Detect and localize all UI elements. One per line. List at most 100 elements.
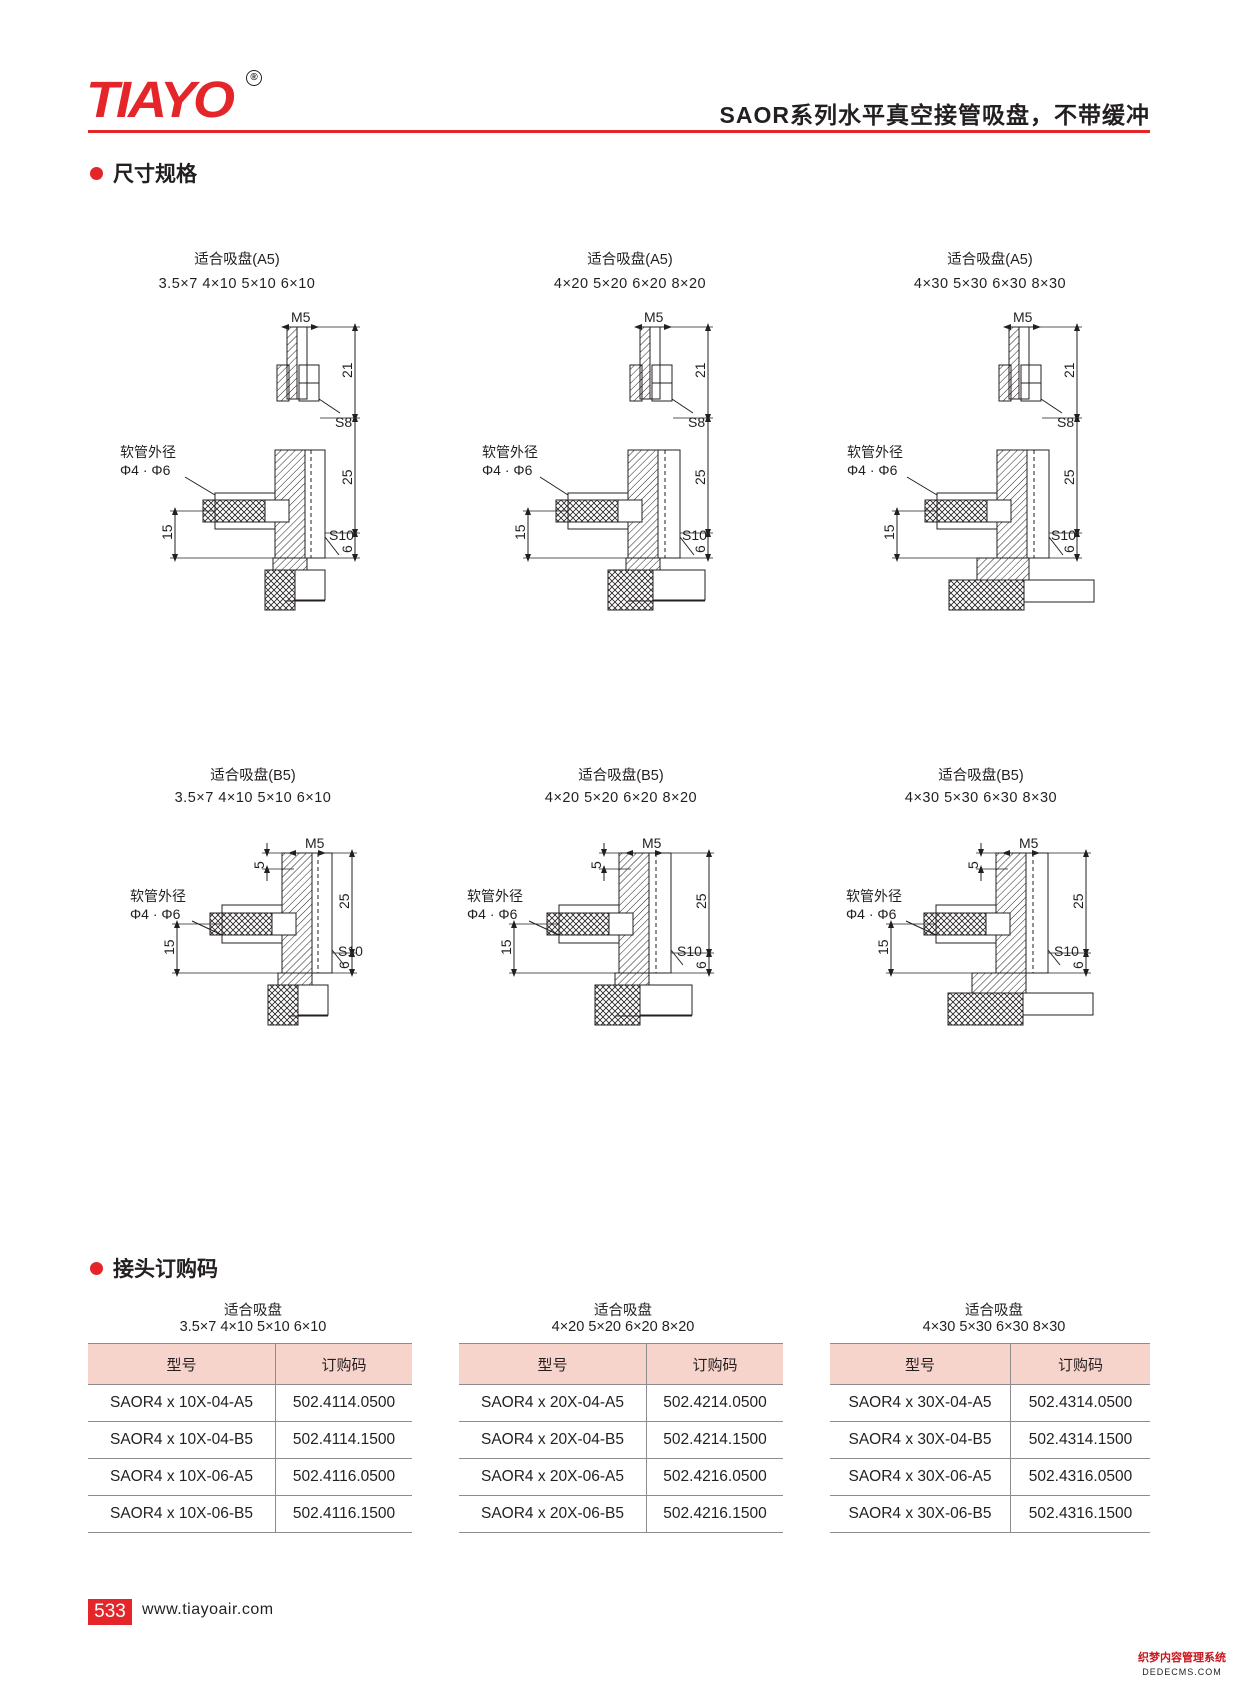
svg-text:15: 15 — [881, 524, 897, 540]
table-fit-label: 适合吸盘 — [594, 1303, 652, 1319]
table-header-row: 型号 订购码 — [459, 1343, 783, 1385]
svg-text:软管外径: 软管外径 — [846, 888, 902, 904]
order-code-cell: 502.4314.0500 — [1010, 1384, 1150, 1422]
model-cell: SAOR4 x 30X-04-A5 — [830, 1384, 1011, 1422]
drawing-size-label: 3.5×7 4×10 5×10 6×10 — [158, 276, 316, 292]
drawing-fit-label: 适合吸盘(B5) — [210, 768, 296, 784]
fitting-drawing-a5: M5 S8 S10 21 25 6 15 软管外径 Φ4 · Φ6 — [847, 309, 1095, 611]
svg-text:M5: M5 — [291, 309, 311, 325]
column-header-order-code: 订购码 — [1010, 1343, 1150, 1385]
table-size-label: 3.5×7 4×10 5×10 6×10 — [179, 1319, 327, 1335]
model-cell: SAOR4 x 30X-06-A5 — [830, 1458, 1011, 1496]
drawing-size-label: 4×20 5×20 6×20 8×20 — [553, 276, 707, 292]
order-code-cell: 502.4216.1500 — [646, 1495, 783, 1533]
svg-text:15: 15 — [512, 524, 528, 540]
table-header-row: 型号 订购码 — [830, 1343, 1150, 1385]
model-cell: SAOR4 x 20X-04-A5 — [459, 1384, 647, 1422]
order-code-cell: 502.4116.0500 — [275, 1458, 412, 1496]
column-header-model: 型号 — [88, 1343, 276, 1385]
svg-text:25: 25 — [1070, 893, 1086, 909]
section-heading-dimensions: 尺寸规格 — [90, 158, 197, 188]
model-cell: SAOR4 x 10X-06-B5 — [88, 1495, 276, 1533]
svg-text:15: 15 — [875, 939, 891, 955]
svg-text:软管外径: 软管外径 — [482, 444, 538, 460]
page-title: SAOR系列水平真空接管吸盘，不带缓冲 — [719, 102, 1150, 128]
svg-text:25: 25 — [692, 469, 708, 485]
model-cell: SAOR4 x 20X-06-A5 — [459, 1458, 647, 1496]
order-code-cell: 502.4214.1500 — [646, 1421, 783, 1459]
watermark-line2: DEDECMS.COM — [1142, 1667, 1222, 1677]
svg-text:软管外径: 软管外径 — [130, 888, 186, 904]
order-code-cell: 502.4114.1500 — [275, 1421, 412, 1459]
svg-text:25: 25 — [693, 893, 709, 909]
svg-text:25: 25 — [339, 469, 355, 485]
model-cell: SAOR4 x 30X-04-B5 — [830, 1421, 1011, 1459]
svg-text:25: 25 — [336, 893, 352, 909]
svg-text:5: 5 — [965, 861, 981, 869]
drawing-size-label: 4×30 5×30 6×30 8×30 — [904, 790, 1058, 806]
svg-text:25: 25 — [1061, 469, 1077, 485]
svg-text:5: 5 — [251, 861, 267, 869]
svg-text:Φ4 · Φ6: Φ4 · Φ6 — [120, 462, 171, 478]
brand-logo: TIAYO — [86, 66, 286, 132]
svg-text:Φ4 · Φ6: Φ4 · Φ6 — [467, 906, 518, 922]
svg-text:6: 6 — [692, 545, 708, 553]
svg-text:M5: M5 — [1019, 835, 1039, 851]
fitting-drawing-a5: M5 S8 S10 21 25 6 15 软管外径 Φ4 · Φ6 — [120, 309, 360, 611]
registered-mark: ® — [246, 70, 262, 86]
fitting-drawing-b5: M5 5 S10 25 6 15 软管外径 Φ4 · Φ6 — [846, 835, 1094, 1026]
svg-text:21: 21 — [339, 362, 355, 378]
order-code-cell: 502.4114.0500 — [275, 1384, 412, 1422]
svg-text:软管外径: 软管外径 — [120, 444, 176, 460]
svg-text:5: 5 — [588, 861, 604, 869]
svg-text:M5: M5 — [1013, 309, 1033, 325]
table-fit-label: 适合吸盘 — [965, 1303, 1023, 1319]
table-header-row: 型号 订购码 — [88, 1343, 412, 1385]
table-size-label: 4×30 5×30 6×30 8×30 — [922, 1319, 1066, 1335]
svg-text:S10: S10 — [338, 943, 363, 959]
drawing-fit-label: 适合吸盘(A5) — [947, 252, 1033, 268]
bullet-icon — [90, 1262, 103, 1275]
dim-m5: M5 — [281, 309, 319, 330]
order-code-cell: 502.4314.1500 — [1010, 1421, 1150, 1459]
website-link[interactable]: www.tiayoair.com — [142, 1601, 274, 1618]
drawing-fit-label: 适合吸盘(B5) — [938, 768, 1024, 784]
svg-text:15: 15 — [498, 939, 514, 955]
dim-vertical-left: 15 — [159, 507, 273, 562]
fitting-drawing-a5: M5 S8 S10 21 25 6 15 软管外径 Φ4 · Φ6 — [482, 309, 713, 611]
column-header-order-code: 订购码 — [275, 1343, 412, 1385]
column-header-model: 型号 — [830, 1343, 1011, 1385]
header-divider — [88, 130, 1150, 133]
svg-text:6: 6 — [693, 961, 709, 969]
order-code-cell: 502.4116.1500 — [275, 1495, 412, 1533]
svg-text:15: 15 — [159, 524, 175, 540]
svg-text:软管外径: 软管外径 — [847, 444, 903, 460]
drawing-size-label: 4×30 5×30 6×30 8×30 — [913, 276, 1067, 292]
svg-text:S10: S10 — [677, 943, 702, 959]
svg-text:15: 15 — [161, 939, 177, 955]
model-cell: SAOR4 x 10X-04-B5 — [88, 1421, 276, 1459]
svg-text:S10: S10 — [329, 527, 354, 543]
model-cell: SAOR4 x 20X-04-B5 — [459, 1421, 647, 1459]
svg-text:Φ4 · Φ6: Φ4 · Φ6 — [846, 906, 897, 922]
model-cell: SAOR4 x 20X-06-B5 — [459, 1495, 647, 1533]
svg-text:Φ4 · Φ6: Φ4 · Φ6 — [130, 906, 181, 922]
svg-text:Φ4 · Φ6: Φ4 · Φ6 — [847, 462, 898, 478]
svg-text:6: 6 — [1061, 545, 1077, 553]
drawing-fit-label: 适合吸盘(A5) — [194, 252, 280, 268]
watermark-line1: 织梦内容管理系统 — [1138, 1652, 1226, 1664]
drawing-size-label: 3.5×7 4×10 5×10 6×10 — [174, 790, 332, 806]
model-cell: SAOR4 x 30X-06-B5 — [830, 1495, 1011, 1533]
